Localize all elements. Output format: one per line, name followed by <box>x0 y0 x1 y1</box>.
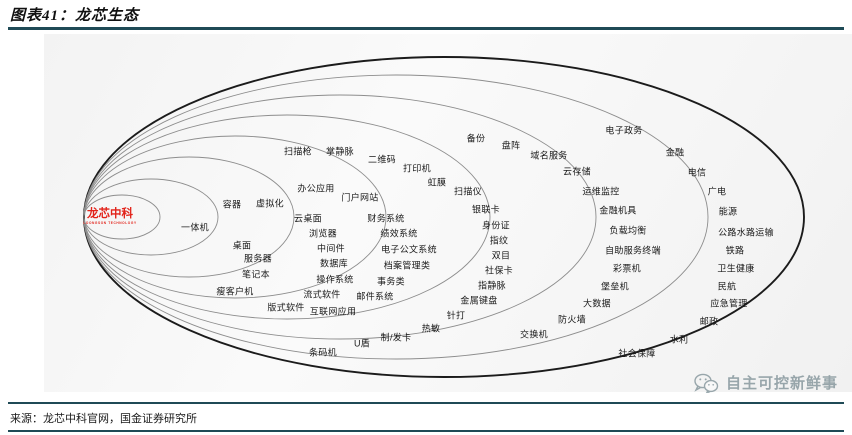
ecosystem-label: 掌静脉 <box>326 146 354 157</box>
ecosystem-label: 数据库 <box>320 258 348 269</box>
ecosystem-label: 电子政务 <box>605 125 643 136</box>
wechat-watermark: 自主可控新鲜事 <box>694 372 838 393</box>
ecosystem-label: 互联网应用 <box>309 306 357 317</box>
ecosystem-label: 负载均衡 <box>609 225 647 236</box>
ecosystem-label: 防火墙 <box>558 314 586 325</box>
ecosystem-label: 浏览器 <box>309 228 337 239</box>
ecosystem-label: 扫描枪 <box>284 146 312 157</box>
ecosystem-label: 云桌面 <box>294 213 322 224</box>
bottom-divider <box>8 430 844 432</box>
watermark-label: 自主可控新鲜事 <box>725 375 838 392</box>
ecosystem-diagram-panel: 龙芯中科 LOONGSON TECHNOLOGY 一体机桌面服务器笔记本瘦客户机… <box>44 34 852 392</box>
ecosystem-label: 运维监控 <box>582 186 620 197</box>
ecosystem-label: 二维码 <box>368 154 396 165</box>
ecosystem-label: 民航 <box>717 281 737 292</box>
ecosystem-label: 备份 <box>466 133 486 144</box>
ecosystem-label: 邮件系统 <box>356 291 394 302</box>
ecosystem-label: 银联卡 <box>472 204 500 215</box>
ecosystem-label: 金属键盘 <box>460 295 498 306</box>
diagram-clip: 龙芯中科 LOONGSON TECHNOLOGY 一体机桌面服务器笔记本瘦客户机… <box>44 34 852 392</box>
loongson-logo: 龙芯中科 LOONGSON TECHNOLOGY <box>83 207 137 225</box>
ecosystem-label: 社保卡 <box>485 265 513 276</box>
ecosystem-label: 笔记本 <box>242 269 270 280</box>
ecosystem-label: 社会保障 <box>618 348 656 359</box>
ecosystem-label: 邮政 <box>699 316 719 327</box>
ecosystem-label: 虹膜 <box>427 177 447 188</box>
ellipse-rings-svg <box>83 56 805 378</box>
ecosystem-label: 打印机 <box>403 163 431 174</box>
ecosystem-label: 一体机 <box>181 222 209 233</box>
ecosystem-label: 条码机 <box>309 347 337 358</box>
ecosystem-label: 操作系统 <box>316 274 354 285</box>
ecosystem-label: 电信 <box>687 167 707 178</box>
ecosystem-label: U盾 <box>353 338 371 349</box>
ecosystem-label: 彩票机 <box>613 263 641 274</box>
wechat-icon <box>694 373 719 393</box>
ecosystem-label: 双目 <box>491 250 511 261</box>
ecosystem-label: 容器 <box>222 199 242 210</box>
ecosystem-label: 云存储 <box>563 166 591 177</box>
ecosystem-label: 档案管理类 <box>383 260 431 271</box>
ecosystem-label: 版式软件 <box>267 302 305 313</box>
title-divider <box>8 27 844 30</box>
logo-chinese-text: 龙芯中科 <box>87 207 133 220</box>
ecosystem-label: 办公应用 <box>297 183 335 194</box>
ecosystem-label: 交换机 <box>520 329 548 340</box>
figure-title: 图表41：龙芯生态 <box>10 8 140 24</box>
ecosystem-label: 财务系统 <box>367 213 405 224</box>
ecosystem-label: 绩效系统 <box>380 228 418 239</box>
ecosystem-label: 盘阵 <box>501 140 521 151</box>
ecosystem-label: 事务类 <box>377 276 405 287</box>
ecosystem-label: 中间件 <box>317 243 345 254</box>
ecosystem-label: 门户网站 <box>341 192 379 203</box>
ecosystem-label: 水利 <box>669 334 689 345</box>
ecosystem-label: 域名服务 <box>530 150 568 161</box>
ecosystem-label: 热敏 <box>421 323 441 334</box>
ecosystem-label: 瘦客户机 <box>216 286 254 297</box>
ecosystem-label: 卫生健康 <box>717 263 755 274</box>
ecosystem-label: 服务器 <box>244 253 272 264</box>
ecosystem-label: 桌面 <box>232 240 252 251</box>
ecosystem-label: 金融 <box>665 147 685 158</box>
ecosystem-label: 应急管理 <box>710 298 748 309</box>
ecosystem-label: 电子公文系统 <box>381 244 437 255</box>
ecosystem-label: 针打 <box>446 310 466 321</box>
ecosystem-label: 能源 <box>718 206 738 217</box>
ecosystem-label: 广电 <box>707 186 727 197</box>
ecosystem-label: 虚拟化 <box>256 198 284 209</box>
ecosystem-label: 指纹 <box>489 235 509 246</box>
ecosystem-label: 铁路 <box>725 245 745 256</box>
ecosystem-label: 制/发卡 <box>380 332 412 343</box>
ecosystem-label: 身份证 <box>482 220 510 231</box>
ring-ellipse-6 <box>83 56 805 378</box>
ecosystem-label: 扫描仪 <box>454 186 482 197</box>
ecosystem-label: 公路水路运输 <box>718 227 774 238</box>
footer-divider <box>8 402 844 404</box>
ecosystem-label: 堡垒机 <box>601 281 629 292</box>
ring-ellipse-4 <box>83 94 597 340</box>
ring-ellipse-core <box>83 194 161 240</box>
ecosystem-label: 金融机具 <box>599 205 637 216</box>
ecosystem-label: 指静脉 <box>478 280 506 291</box>
source-note: 来源：龙芯中科官网，国金证券研究所 <box>10 413 197 425</box>
ecosystem-label: 自助服务终端 <box>605 245 661 256</box>
logo-english-text: LOONGSON TECHNOLOGY <box>83 220 137 225</box>
ecosystem-label: 流式软件 <box>303 289 341 300</box>
ecosystem-label: 大数据 <box>583 298 611 309</box>
